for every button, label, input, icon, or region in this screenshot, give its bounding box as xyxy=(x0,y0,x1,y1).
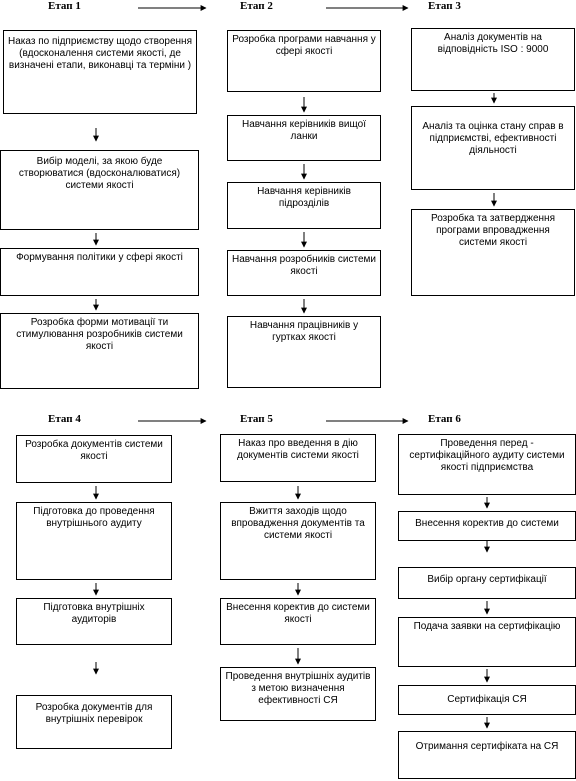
stage-2-step-4-box: Навчання розробників системи якості xyxy=(227,250,381,296)
stage-6-step-3-box: Вибір органу сертифікації xyxy=(398,567,576,599)
stage-1-step-2-box: Вибір моделі, за якою буде створюватися … xyxy=(0,150,199,230)
stage-5-step-2-box: Вжиття заходів щодо впровадження докумен… xyxy=(220,502,376,580)
stage-2-step-5-box: Навчання працівників у гуртках якості xyxy=(227,316,381,388)
stage-1-step-1-box: Наказ по підприємству щодо створення (вд… xyxy=(3,30,197,114)
stage-5-title: Етап 5 xyxy=(240,413,273,425)
stage-3-step-3-box: Розробка та затвердження програми впрова… xyxy=(411,209,575,296)
stage-1-step-3-box: Формування політики у сфері якості xyxy=(0,248,199,296)
stage-4-step-3-box: Підготовка внутрішніх аудиторів xyxy=(16,598,172,645)
stage-6-step-1-box: Проведення перед - сертифікаційного ауди… xyxy=(398,434,576,495)
stage-1-title: Етап 1 xyxy=(48,0,81,12)
stage-6-step-5-box: Сертифікація СЯ xyxy=(398,685,576,715)
stage-2-step-3-box: Навчання керівників підрозділів xyxy=(227,182,381,229)
stage-4-title: Етап 4 xyxy=(48,413,81,425)
stage-4-step-2-box: Підготовка до проведення внутрішнього ау… xyxy=(16,502,172,580)
stage-6-step-6-box: Отримання сертифіката на СЯ xyxy=(398,731,576,779)
stage-1-step-4-box: Розробка форми мотивації ти стимулювання… xyxy=(0,313,199,389)
stage-4-step-1-box: Розробка документів системи якості xyxy=(16,435,172,483)
stage-6-step-2-box: Внесення коректив до системи xyxy=(398,511,576,541)
stage-6-title: Етап 6 xyxy=(428,413,461,425)
stage-2-step-2-box: Навчання керівників вищої ланки xyxy=(227,115,381,161)
stage-2-step-1-box: Розробка програми навчання у сфері якост… xyxy=(227,30,381,92)
stage-5-step-4-box: Проведення внутрішніх аудитів з метою ви… xyxy=(220,667,376,721)
stage-3-step-1-box: Аналіз документів на відповідність ISO :… xyxy=(411,28,575,91)
stage-6-step-4-box: Подача заявки на сертифікацію xyxy=(398,617,576,667)
stage-2-title: Етап 2 xyxy=(240,0,273,12)
stage-3-title: Етап 3 xyxy=(428,0,461,12)
stage-5-step-1-box: Наказ про введення в дію документів сист… xyxy=(220,434,376,482)
stage-3-step-2-box: Аналіз та оцінка стану справ в підприємс… xyxy=(411,106,575,190)
stage-4-step-4-box: Розробка документів для внутрішніх перев… xyxy=(16,695,172,749)
stage-5-step-3-box: Внесення коректив до системи якості xyxy=(220,598,376,645)
